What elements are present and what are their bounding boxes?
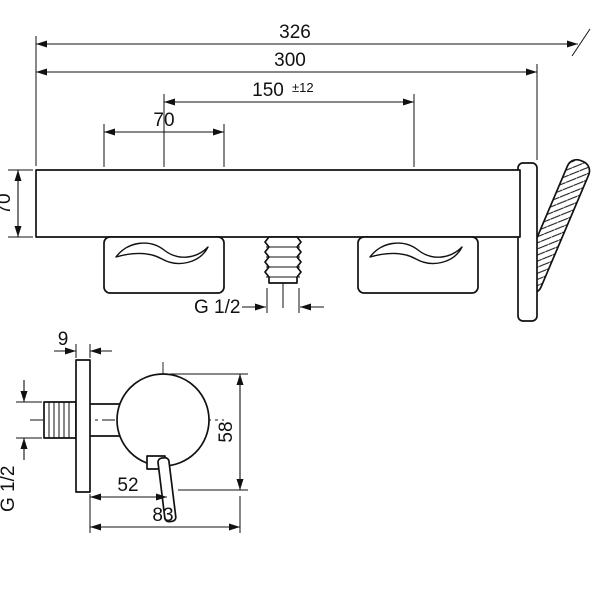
wall-plate [75, 359, 91, 493]
dim-70-height-label: 70 [0, 193, 15, 214]
front-view: 326 300 150 ±12 70 70 [0, 22, 591, 322]
dim-150-label: 150 [252, 80, 284, 101]
valve-body [116, 373, 210, 467]
outlet-thread-callout: G 1/2 [194, 288, 324, 318]
dim-58-label: 58 [216, 421, 237, 442]
dim-83-label: 83 [152, 505, 173, 526]
dim-52-label: 52 [117, 475, 138, 496]
left-escutcheon [103, 236, 225, 294]
outlet-thread-label: G 1/2 [194, 297, 240, 318]
dimension-58: 58 [170, 373, 248, 491]
dimension-70-height: 70 [0, 169, 33, 238]
outlet-thread-icon [264, 236, 302, 308]
dimension-70-width: 70 [103, 110, 225, 167]
right-union-nut-icon [369, 242, 463, 265]
inlet-thread-callout: G 1/2 [0, 380, 42, 512]
dim-326-label: 326 [279, 22, 311, 43]
mixer-body [35, 169, 521, 238]
inlet-thread-icon [43, 401, 77, 439]
lever-side-view [157, 456, 177, 523]
dimension-150: 150 ±12 [163, 80, 415, 167]
dim-300-label: 300 [274, 50, 306, 71]
dimension-326: 326 [35, 22, 591, 166]
lever-rest-position [517, 162, 538, 322]
left-union-nut-icon [115, 242, 209, 265]
dimension-9: 9 [54, 329, 112, 358]
dimension-300: 300 [36, 50, 538, 160]
dim-150-tolerance-label: ±12 [292, 80, 314, 95]
dimension-83: 83 [90, 496, 241, 533]
right-escutcheon [357, 236, 479, 294]
inlet-thread-label: G 1/2 [0, 466, 19, 512]
dim-70-width-label: 70 [153, 110, 174, 131]
valve-connector [90, 403, 121, 437]
dimension-52: 52 [89, 475, 167, 533]
side-view: 9 G 1/2 58 52 83 [0, 329, 248, 533]
dim-9-label: 9 [58, 329, 69, 350]
